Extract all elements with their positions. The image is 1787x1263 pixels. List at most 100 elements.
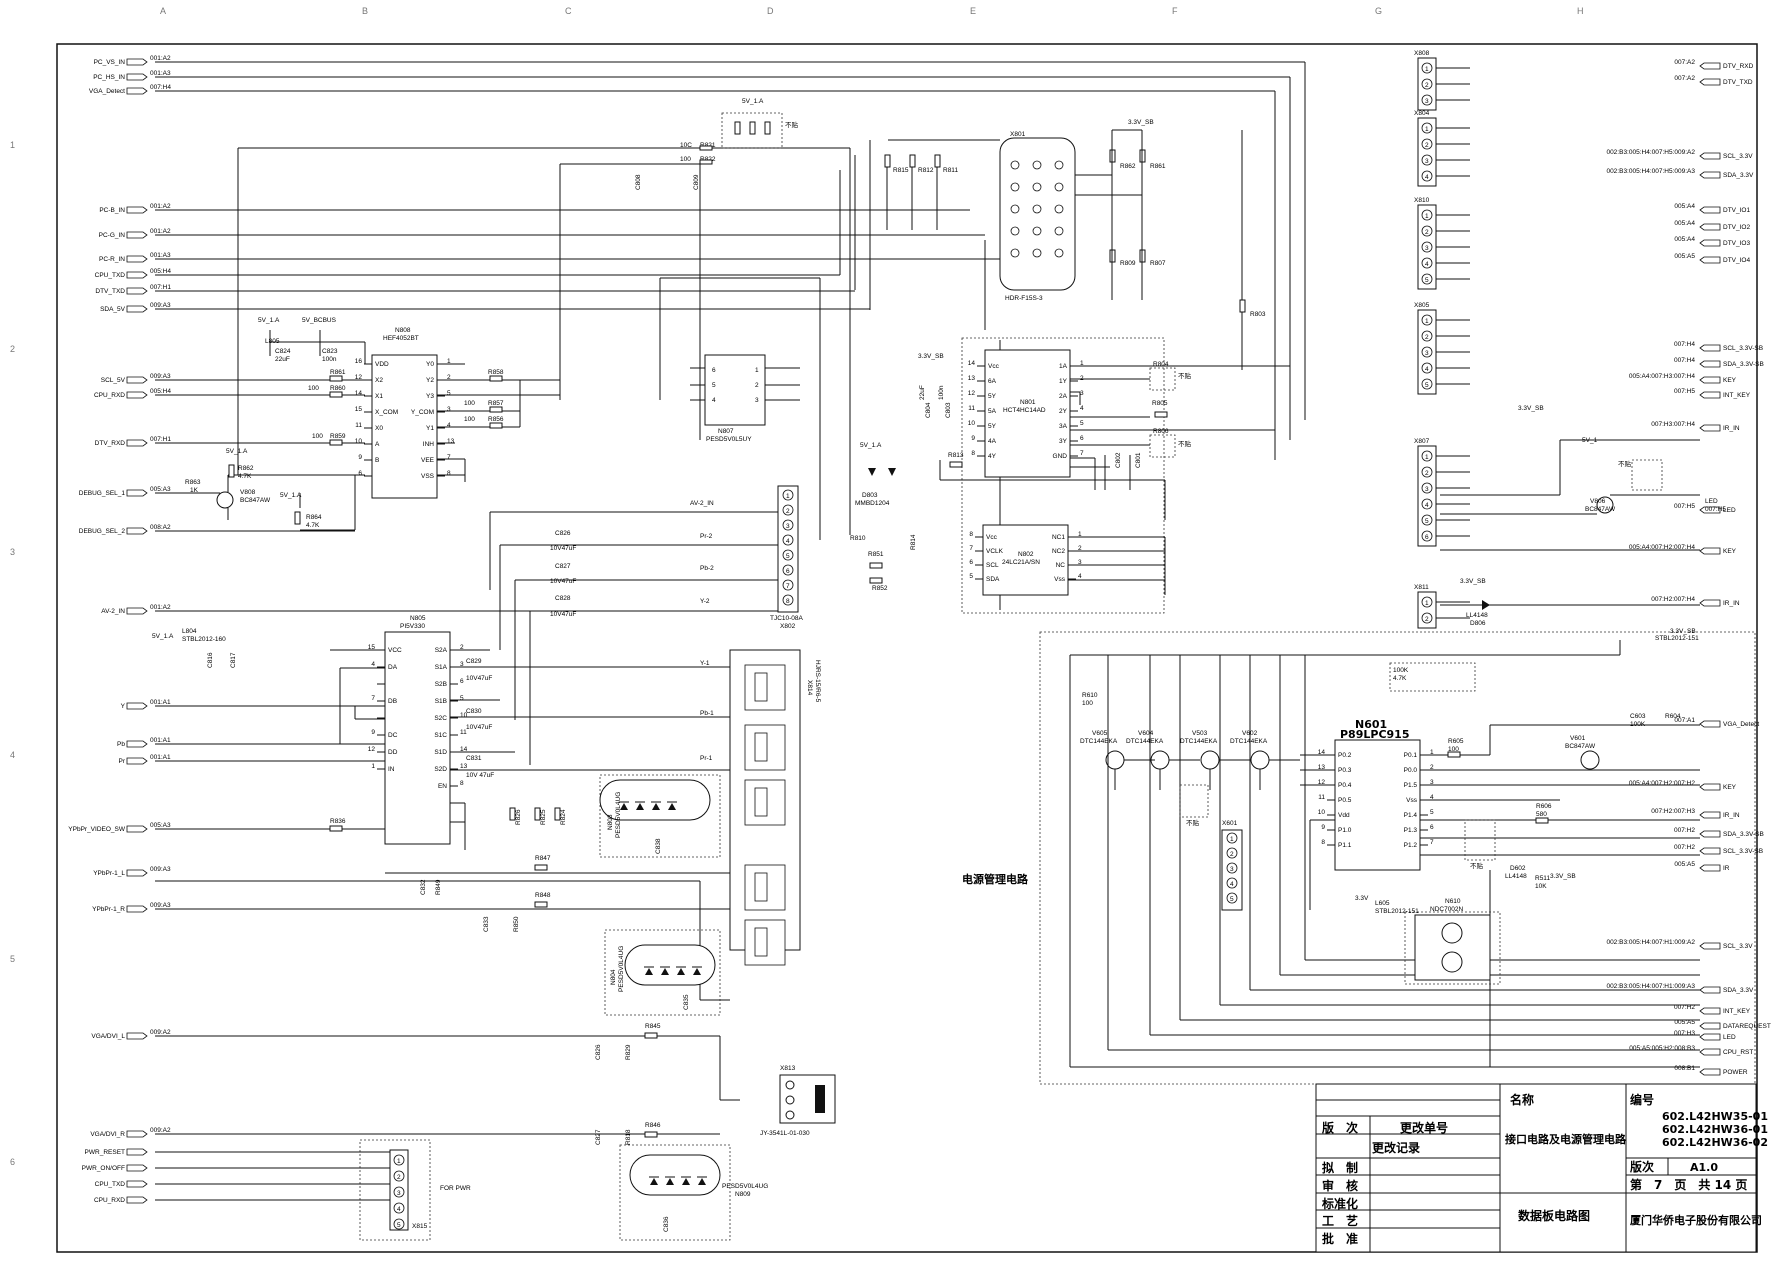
svg-text:100: 100 [464, 416, 475, 423]
port-ref: 007:H3 [1674, 1030, 1695, 1037]
svg-text:R864: R864 [306, 514, 322, 521]
svg-text:100: 100 [312, 433, 323, 440]
connector-ref: X805 [1414, 302, 1430, 309]
svg-text:5V_1.A: 5V_1.A [226, 448, 248, 455]
pin-number: 4 [786, 538, 790, 545]
svg-text:R861: R861 [1150, 163, 1166, 170]
connector-ref: X811 [1414, 584, 1429, 591]
pin-name: GND [1053, 453, 1068, 460]
pin-name: X_COM [375, 409, 398, 416]
svg-text:R804: R804 [1153, 361, 1169, 368]
pin-name: S1D [434, 749, 447, 756]
pin-contact [1032, 226, 1042, 236]
port-name: DTV_RXD [1723, 63, 1754, 70]
svg-text:100K: 100K [1393, 667, 1409, 674]
svg-text:C827: C827 [555, 563, 571, 570]
connector-ref: X804 [1414, 110, 1430, 117]
pin-contact [1421, 596, 1433, 608]
pin-number: 4 [1425, 174, 1429, 181]
svg-text:100: 100 [464, 400, 475, 407]
svg-text:1K: 1K [190, 487, 199, 494]
diode-v803: 5V_1.A D803 MMBD1204 R810 R851 R852 R814 [850, 442, 917, 592]
left-wires [155, 61, 1306, 1135]
port-name: CPU_RST [1723, 1049, 1753, 1056]
pin-contact [1421, 514, 1433, 526]
pin-number: 14 [968, 360, 976, 367]
pin-name: S1C [434, 732, 447, 739]
svg-text:R811: R811 [943, 167, 958, 174]
pin-number: 5 [397, 1222, 401, 1229]
port-name: Pb [117, 741, 125, 748]
port-name: YPbPr_VIDEO_SW [68, 826, 126, 833]
port-ref: 001:A2 [150, 228, 171, 235]
pin-contact [1226, 892, 1238, 904]
svg-text:DTC144EKA: DTC144EKA [1230, 738, 1268, 745]
pin-name: P0.2 [1338, 752, 1352, 759]
port-name: SDA_3.3V [1723, 172, 1754, 179]
pin-number: 5 [1230, 896, 1234, 903]
sheet-border [56, 43, 1758, 1253]
svg-text:C826: C826 [595, 1044, 602, 1060]
port-name: INT_KEY [1723, 1008, 1751, 1015]
svg-text:PESD5V0L4UG: PESD5V0L4UG [722, 1183, 768, 1190]
port-name: SCL_3.3V [1723, 153, 1753, 160]
svg-text:C832: C832 [420, 879, 427, 895]
svg-text:L805: L805 [265, 338, 280, 345]
port-name: SCL_3.3V [1723, 943, 1753, 950]
port-name: SDA_3.3V-SB [1723, 361, 1764, 368]
grid-col-label: E [970, 6, 976, 16]
pin-contact [1421, 330, 1433, 342]
tvs-diode [620, 803, 628, 810]
esd-n804: N804 PESD5V0L4UG C835 [604, 929, 721, 1016]
svg-text:C801: C801 [1135, 452, 1142, 468]
svg-text:接口电路及电源管理电路: 接口电路及电源管理电路 [1505, 1132, 1627, 1146]
port-ref: 001:A1 [150, 754, 171, 761]
pin-number: 10 [460, 712, 468, 719]
port-ref: 002:B3:005:H4:007:H5:009:A3 [1606, 168, 1695, 175]
svg-text:X814: X814 [806, 680, 813, 696]
pin-number: 2 [786, 508, 790, 515]
svg-text:2: 2 [755, 382, 759, 389]
pin-contact [1421, 209, 1433, 221]
svg-text:C603: C603 [1630, 713, 1646, 720]
svg-text:10V 47uF: 10V 47uF [466, 772, 494, 779]
port-name: PWR_RESET [85, 1149, 125, 1156]
svg-text:R605: R605 [1448, 738, 1464, 745]
pin-name: NC [1056, 562, 1066, 569]
pin-contact [1032, 182, 1042, 192]
svg-text:Y-1: Y-1 [700, 660, 710, 667]
port-ref: 007:H4 [150, 84, 171, 91]
pin-contact [782, 519, 794, 531]
svg-text:100K: 100K [1630, 721, 1646, 728]
pin-contact [393, 1186, 405, 1198]
port-ref: 005:H4 [150, 268, 171, 275]
svg-text:NDC7002N: NDC7002N [1430, 906, 1464, 913]
svg-text:R851: R851 [868, 551, 884, 558]
pin-number: 5 [1425, 518, 1429, 525]
svg-text:批 准: 批 准 [1322, 1231, 1358, 1246]
svg-text:24LC21A/SN: 24LC21A/SN [1002, 559, 1040, 566]
connector-ref: X810 [1414, 197, 1430, 204]
pin-contact [1054, 226, 1064, 236]
pin-number: 7 [786, 583, 790, 590]
svg-text:LED: LED [1705, 498, 1718, 505]
svg-text:R862: R862 [238, 465, 254, 472]
pin-name: DB [388, 698, 397, 705]
port-ref: 007:H4 [1674, 357, 1695, 364]
svg-text:C826: C826 [555, 530, 571, 537]
svg-text:R848: R848 [535, 892, 551, 899]
